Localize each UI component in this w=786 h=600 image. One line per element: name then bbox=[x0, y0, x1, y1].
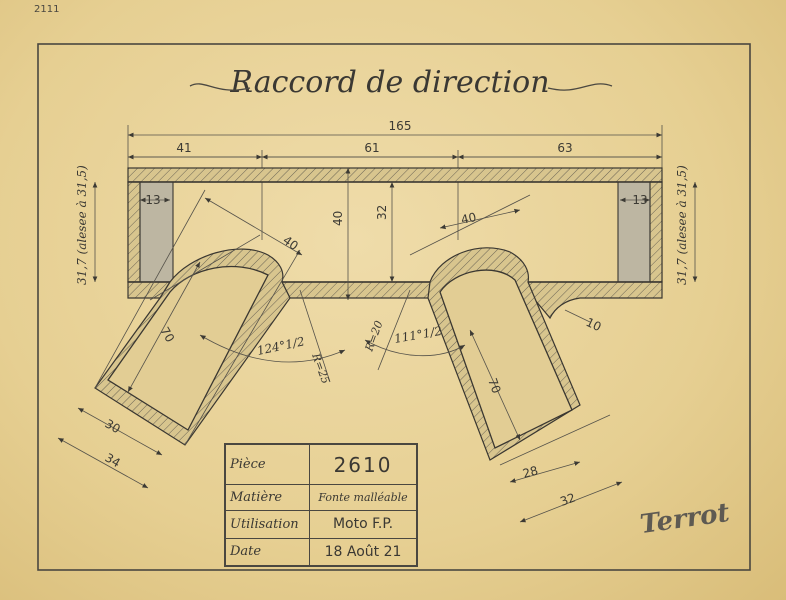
dim-right: 63 bbox=[557, 141, 572, 155]
radius-right-leader bbox=[377, 289, 411, 371]
dim-overall: 165 bbox=[389, 119, 412, 133]
body-top-wall bbox=[127, 167, 663, 183]
angle-right-arc bbox=[364, 339, 466, 357]
dim-height-40: 40 bbox=[331, 211, 345, 226]
drawing-title: Raccord de direction bbox=[229, 65, 549, 100]
piece-value: 2610 bbox=[309, 443, 417, 486]
utilisation-value: Moto F.P. bbox=[309, 510, 417, 539]
dim-left-inner: 30 bbox=[103, 416, 123, 436]
dim-left-outer-line bbox=[57, 437, 149, 489]
dim-left: 41 bbox=[176, 141, 191, 155]
angle-left: 124°1/2 bbox=[256, 334, 306, 358]
dim-left-inner-line bbox=[77, 407, 163, 456]
dim-right-arm-width: 40 bbox=[460, 210, 478, 227]
dim-left-arm-length: 70 bbox=[157, 325, 177, 345]
dim-left-outer: 34 bbox=[103, 450, 123, 470]
frame-border bbox=[37, 43, 751, 571]
left-end-hatch bbox=[127, 181, 141, 283]
dim-left-arm-length-line bbox=[127, 261, 201, 393]
matiere-label: Matière bbox=[224, 484, 311, 512]
date-value: 18 Août 21 bbox=[309, 537, 417, 567]
radius-right: R=20 bbox=[362, 319, 385, 354]
radius-left-leader bbox=[299, 289, 331, 383]
angle-right: 111°1/2 bbox=[393, 324, 443, 346]
dim-right-arm-width-line bbox=[439, 208, 521, 230]
dim-left-arm-width-line bbox=[204, 197, 303, 256]
dim-fillet: 10 bbox=[584, 315, 604, 334]
date-label: Date bbox=[224, 537, 311, 567]
dim-left-arm-width: 40 bbox=[280, 233, 301, 253]
dim-right-outer-line bbox=[519, 481, 623, 523]
title-flourish-right bbox=[547, 83, 613, 91]
dim-right-arm-length: 70 bbox=[485, 376, 503, 395]
piece-label: Pièce bbox=[224, 443, 311, 486]
dim-wall-right: 13 bbox=[632, 193, 647, 207]
dim-middle: 61 bbox=[364, 141, 379, 155]
title-block: Pièce 2610 Matière Fonte malléable Utili… bbox=[224, 443, 418, 567]
matiere-value: Fonte malléable bbox=[309, 484, 417, 512]
dim-right-inner-line bbox=[509, 461, 581, 483]
dim-right-inner: 28 bbox=[521, 463, 539, 480]
right-end-hatch bbox=[649, 181, 663, 283]
dim-right-arm-length-line bbox=[469, 329, 521, 441]
dim-right-bore: 31,7 (alesee à 31,5) bbox=[675, 165, 689, 285]
angle-left-arc bbox=[199, 334, 346, 363]
fillet-leader bbox=[564, 309, 591, 323]
dim-wall-left: 13 bbox=[145, 193, 160, 207]
title-flourish-left bbox=[189, 83, 251, 91]
dim-right-outer: 32 bbox=[558, 490, 577, 508]
dim-height-32: 32 bbox=[375, 205, 389, 220]
dim-left-bore: 31,7 (alesee à 31,5) bbox=[75, 165, 89, 285]
corner-mark: 2111 bbox=[34, 4, 60, 15]
utilisation-label: Utilisation bbox=[224, 510, 311, 539]
